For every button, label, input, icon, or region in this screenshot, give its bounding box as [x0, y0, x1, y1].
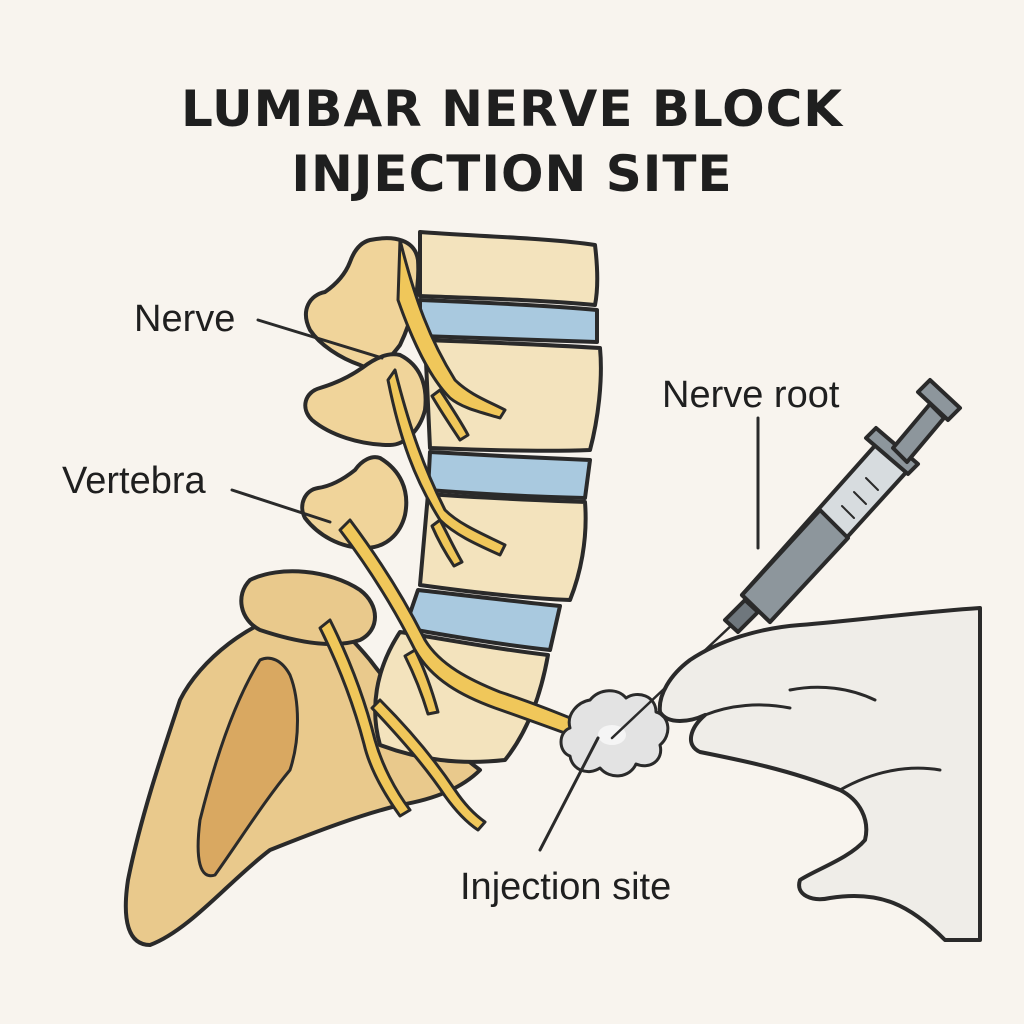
diagram-title-line-1: LUMBAR NERVE BLOCK — [180, 80, 844, 138]
nerve-root — [403, 648, 440, 716]
syringe-plunger-rod — [891, 402, 946, 464]
leader-line-injection-site — [538, 736, 600, 852]
nerve-root — [386, 368, 507, 557]
intervertebral-disc — [403, 588, 562, 652]
gloved-hand-icon — [657, 606, 982, 942]
leader-line-vertebra — [230, 488, 332, 524]
syringe-plunger-cap — [916, 378, 962, 422]
nerve-root — [318, 618, 412, 818]
syringe-plunger — [740, 508, 850, 624]
label-vertebra: Vertebra — [62, 460, 206, 502]
nerve-root — [430, 388, 470, 442]
vertebral-body — [423, 338, 603, 453]
glove-finger-line — [838, 766, 942, 792]
syringe-icon — [610, 378, 962, 740]
intervertebral-disc — [426, 450, 592, 500]
nerve-root — [430, 518, 464, 568]
glove-finger-line — [703, 703, 792, 717]
intervertebral-disc — [418, 298, 599, 344]
diagram-title-line-2: INJECTION SITE — [291, 145, 733, 203]
label-nerve: Nerve — [134, 298, 236, 340]
nerve-root — [396, 238, 507, 420]
leader-line-nerve — [256, 318, 384, 360]
vertebral-body — [418, 230, 600, 307]
glove — [657, 606, 982, 942]
label-nerve-root: Nerve root — [662, 374, 840, 416]
sacral-promontory — [239, 569, 377, 647]
nerve-root — [370, 698, 487, 832]
spinous-process — [304, 236, 421, 370]
spinous-process — [300, 455, 409, 550]
glove-finger-line — [788, 685, 877, 702]
label-injection-site: Injection site — [460, 866, 672, 908]
sacrum-inner — [196, 656, 299, 878]
